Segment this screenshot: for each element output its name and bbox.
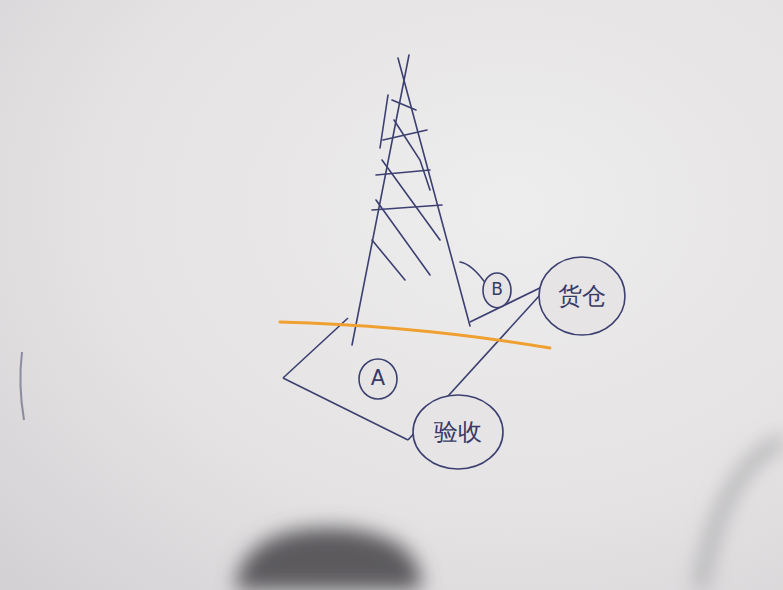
circle-label: 货仓 <box>558 283 606 309</box>
callout-circle: B <box>482 272 512 309</box>
circle-shape <box>359 359 397 399</box>
circle-label: A <box>371 367 385 390</box>
callout-circle: A <box>358 358 398 400</box>
circle-label: 验收 <box>434 419 482 445</box>
margin-mark <box>20 352 24 420</box>
orange-line <box>280 322 550 348</box>
hand-shadow <box>235 528 421 590</box>
circle-shape <box>539 257 625 335</box>
area-circle: 验收 <box>412 394 504 470</box>
circle-shape <box>483 273 511 308</box>
circle-label: B <box>491 280 503 299</box>
circle-shape <box>413 395 503 469</box>
object-shadow <box>700 440 783 590</box>
area-circle: 货仓 <box>538 256 626 336</box>
tower-triangle <box>352 55 486 345</box>
